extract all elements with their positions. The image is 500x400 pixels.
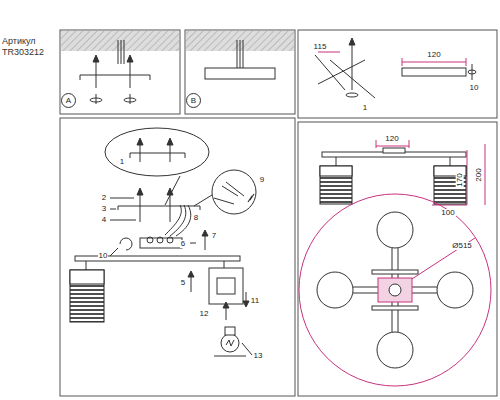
variant-letter: B [191, 97, 196, 105]
callout-number: 9 [259, 176, 265, 184]
callout-number: 11 [250, 297, 260, 305]
callout-number: 7 [211, 232, 217, 240]
callout-number: 6 [180, 240, 186, 248]
dimension: 100 [440, 209, 455, 217]
callout-number: 4 [101, 216, 107, 224]
callout-number: 5 [180, 279, 186, 287]
dimension: Ø515 [451, 242, 473, 250]
callout-number: 2 [101, 194, 107, 202]
dimension: 10 [469, 84, 480, 92]
variant-circle: B [186, 93, 201, 108]
callout-number: 1 [119, 158, 125, 166]
variant-circle: A [61, 93, 76, 108]
dimension: 120 [426, 51, 441, 59]
callout-number: 13 [253, 352, 264, 360]
callout-number: 8 [193, 214, 199, 222]
dimension: 115 [313, 43, 328, 51]
dimension: 1 [362, 104, 368, 112]
dimension: 120 [384, 135, 399, 143]
callout-number: 10 [98, 252, 109, 260]
dimension: 200 [475, 167, 483, 182]
callout-number: 12 [199, 310, 210, 318]
callout-number: 3 [101, 205, 107, 213]
variant-letter: A [66, 97, 71, 105]
dimension: 170 [456, 172, 464, 187]
article-number: Артикул TR303212 [2, 36, 58, 58]
